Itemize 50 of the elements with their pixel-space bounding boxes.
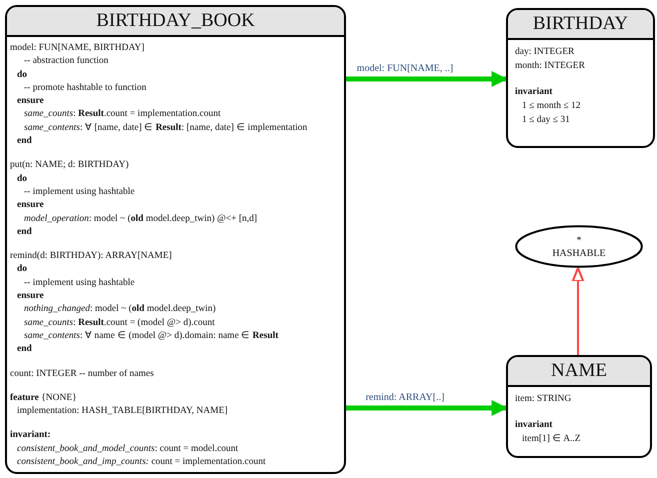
code-line: ensure	[16, 290, 45, 304]
arrow	[346, 71, 508, 87]
code-line: item: STRING	[515, 393, 572, 406]
code-line: count: INTEGER -- number of names	[10, 368, 155, 381]
class-box	[506, 355, 652, 458]
code-line: model: FUN[NAME, BIRTHDAY]	[10, 42, 146, 55]
code-line: -- implement using hashtable	[23, 276, 136, 290]
edge-label: remind: ARRAY[..]	[364, 392, 446, 404]
class-box	[506, 8, 655, 148]
code-line: feature {NONE}	[10, 392, 78, 405]
code-line: end	[16, 343, 33, 356]
code-line: same_counts: Result.count = implementation.count	[23, 108, 222, 122]
code-line: item[1] ∈ A..Z	[521, 433, 582, 446]
class-header: BIRTHDAY	[508, 10, 653, 40]
class-ellipse	[515, 225, 643, 268]
code-line: ensure	[16, 199, 45, 212]
code-line: nothing_changed: model ~ (old model.deep_twin)	[23, 303, 217, 316]
code-line: remind(d: BIRTHDAY): ARRAY[NAME]	[10, 250, 173, 264]
code-line: day: INTEGER	[515, 46, 576, 59]
code-line: implementation: HASH_TABLE[BIRTHDAY, NAME]	[16, 405, 229, 418]
code-line: ensure	[16, 95, 45, 108]
class-header: BIRTHDAY_BOOK	[7, 7, 344, 37]
code-line: -- abstraction function	[23, 55, 110, 68]
code-line: consistent_book_and_imp_counts: count = implementation.count	[16, 456, 267, 470]
class-name: *	[576, 234, 582, 246]
class-name: HASHABLE	[552, 246, 606, 260]
code-line: -- implement using hashtable	[23, 186, 136, 199]
code-line: invariant:	[10, 429, 52, 442]
code-line: invariant	[515, 86, 554, 99]
code-line: put(n: NAME; d: BIRTHDAY)	[10, 159, 130, 172]
edge-label: model: FUN[NAME, ..]	[356, 63, 454, 75]
code-line: end	[16, 135, 33, 148]
code-line: end	[16, 226, 33, 239]
code-line: do	[16, 263, 28, 276]
code-line: -- promote hashtable to function	[23, 82, 148, 95]
class-header: NAME	[508, 357, 650, 387]
code-line: invariant	[515, 419, 554, 432]
arrow	[572, 266, 584, 355]
code-line: do	[16, 68, 28, 82]
code-line: 1 ≤ day ≤ 31	[521, 114, 571, 127]
code-line: model_operation: model ~ (old model.deep_twin) @<+ [n,d]	[23, 212, 258, 226]
code-line: 1 ≤ month ≤ 12	[521, 100, 582, 113]
code-line: month: INTEGER	[515, 60, 586, 73]
class-box	[5, 5, 346, 474]
arrow	[346, 400, 508, 416]
code-line: same_contents: ∀ [name, date] ∈ Result: [name, date] ∈ implementation	[23, 122, 308, 135]
code-line: do	[16, 172, 28, 186]
code-line: same_contents: ∀ name ∈ (model @> d).domain: name ∈ Result	[23, 330, 280, 343]
code-line: consistent_book_and_model_counts: count = model.count	[16, 442, 240, 456]
code-line: same_counts: Result.count = (model @> d).count	[23, 316, 216, 330]
